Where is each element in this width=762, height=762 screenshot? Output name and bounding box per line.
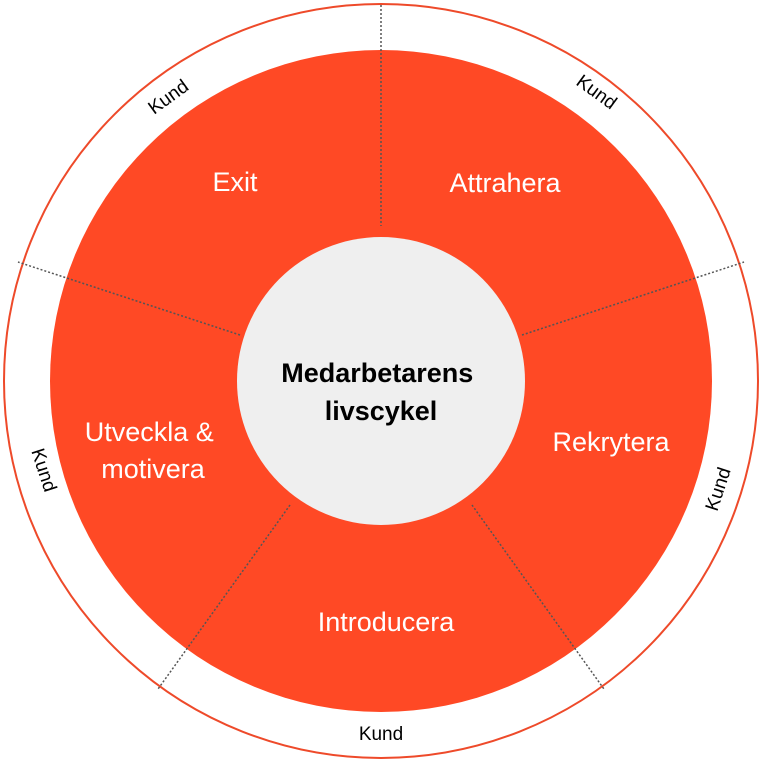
segment-label-exit: Exit — [212, 167, 258, 197]
kund-label-bottom: Kund — [359, 724, 403, 745]
segment-label-introducera: Introducera — [318, 607, 456, 637]
segment-dividers — [17, 5, 745, 690]
center-title-line2: livscykel — [325, 396, 438, 426]
center-title: Medarbetarens livscykel — [281, 358, 481, 426]
center-circle — [237, 237, 525, 525]
segment-label-utveckla-motivera: Utveckla & motivera — [85, 417, 222, 484]
divider-introducera-utveckla — [157, 504, 291, 690]
center-title-line1: Medarbetarens — [281, 358, 473, 388]
divider-utveckla-exit — [17, 261, 241, 336]
divider-rekrytera-introducera — [471, 504, 605, 690]
segment-label-rekrytera: Rekrytera — [552, 427, 670, 457]
divider-attrahera-rekrytera — [521, 261, 745, 336]
segment-label-attrahera: Attrahera — [449, 168, 561, 198]
